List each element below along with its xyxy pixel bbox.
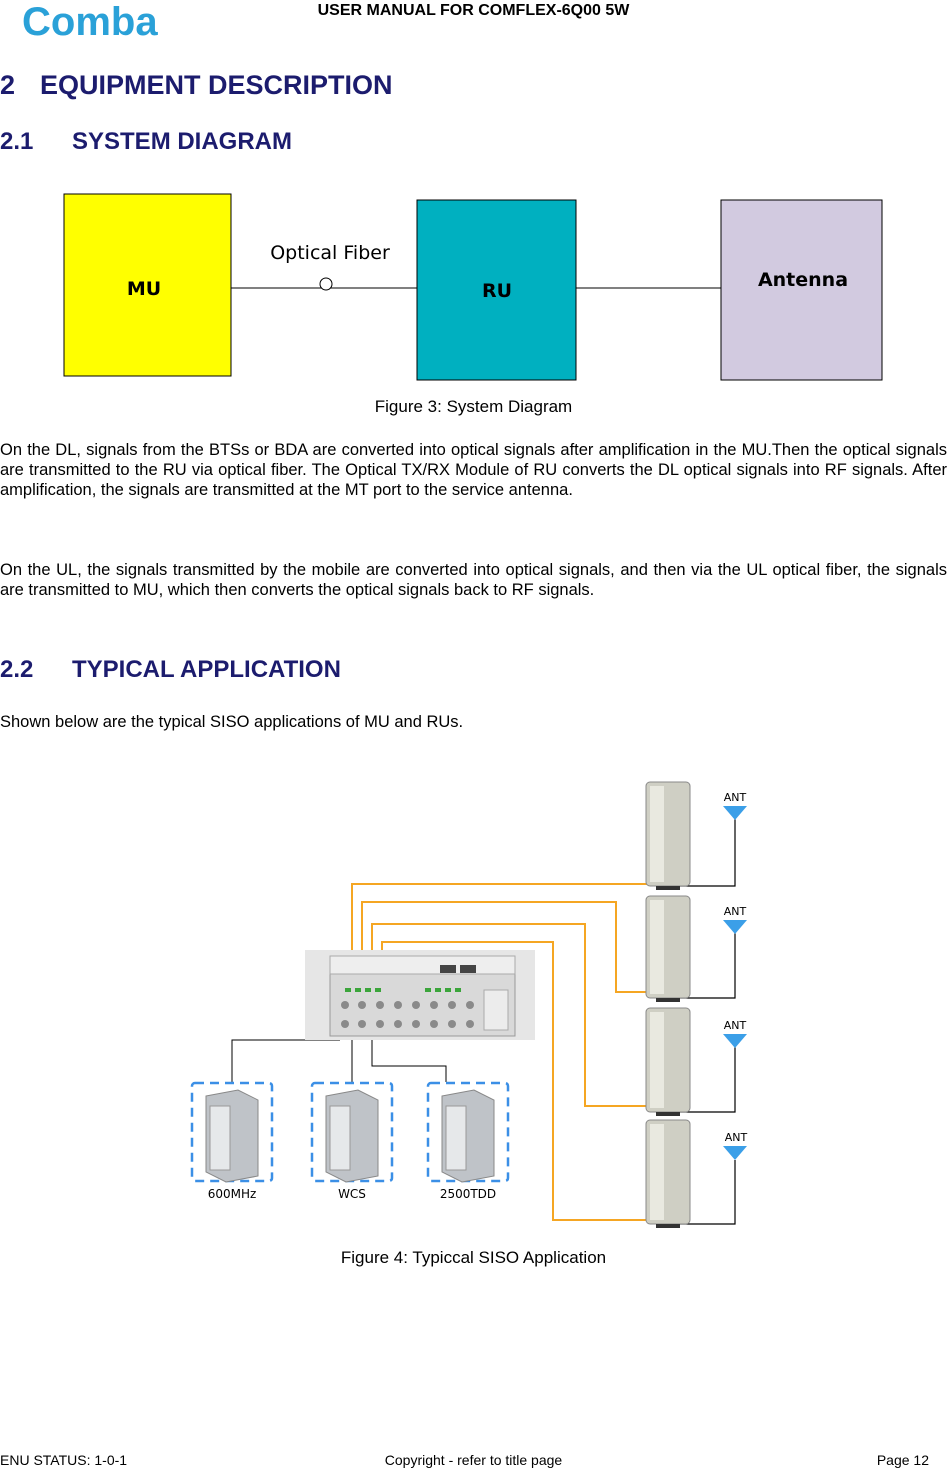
footer-status: ENU STATUS: 1-0-1 xyxy=(0,1452,128,1468)
source-servers xyxy=(205,1089,495,1183)
source-label-600mhz: 600MHz xyxy=(208,1187,257,1201)
subsection-number: 2.1 xyxy=(0,128,34,155)
mu-chassis xyxy=(305,950,535,1040)
figure-3-caption: Figure 3: System Diagram xyxy=(374,397,573,416)
antenna-icon xyxy=(723,1146,747,1160)
source-links xyxy=(231,1036,447,1082)
subsection-title: SYSTEM DIAGRAM xyxy=(72,128,293,155)
section-heading: 2 EQUIPMENT DESCRIPTION xyxy=(0,70,393,101)
server-icon xyxy=(325,1089,379,1183)
footer-copyright: Copyright - refer to title page xyxy=(384,1452,563,1468)
server-icon xyxy=(441,1089,495,1183)
ru-unit-4 xyxy=(645,1119,691,1228)
fiber-connector-icon xyxy=(319,277,333,291)
antenna-icon xyxy=(723,920,747,934)
subsection-title: TYPICAL APPLICATION xyxy=(72,656,341,683)
antenna-box xyxy=(720,199,883,381)
logo-text: Comba xyxy=(22,2,158,42)
section-number: 2 xyxy=(0,70,16,100)
antenna-label: Antenna xyxy=(758,269,848,291)
header-title: USER MANUAL FOR COMFLEX-6Q00 5W xyxy=(317,2,630,19)
ru-label: RU xyxy=(482,280,512,302)
ru-box xyxy=(416,199,577,381)
subsection-heading-2-2: 2.2 TYPICAL APPLICATION xyxy=(0,656,341,684)
antenna-icon xyxy=(723,1034,747,1048)
intro-text: Shown below are the typical SISO applica… xyxy=(0,713,464,731)
ant-label-3: ANT xyxy=(724,1019,747,1032)
paragraph-ul: On the UL, the signals transmitted by th… xyxy=(0,561,947,599)
antenna-icon xyxy=(723,806,747,820)
comba-logo: Comba xyxy=(22,2,158,42)
ant-label-4: ANT xyxy=(725,1131,748,1144)
footer-page: Page 12 xyxy=(876,1452,929,1468)
ru-unit-2 xyxy=(645,895,691,1002)
source-label-2500tdd: 2500TDD xyxy=(440,1187,496,1201)
subsection-heading-2-1: 2.1 SYSTEM DIAGRAM xyxy=(0,128,292,156)
antenna-icons xyxy=(723,806,747,1160)
ant-links xyxy=(680,818,736,1225)
ru-unit-3 xyxy=(645,1007,691,1116)
server-icon xyxy=(205,1089,259,1183)
subsection-number: 2.2 xyxy=(0,656,34,683)
source-label-wcs: WCS xyxy=(338,1187,366,1201)
paragraph-dl: On the DL, signals from the BTSs or BDA … xyxy=(0,441,947,499)
mu-label: MU xyxy=(127,278,161,300)
ant-label-1: ANT xyxy=(724,791,747,804)
ant-label-2: ANT xyxy=(724,905,747,918)
ru-unit-1 xyxy=(645,781,691,890)
fiber-lines xyxy=(351,883,650,1221)
ru-units xyxy=(645,781,691,1228)
fiber-label: Optical Fiber xyxy=(270,242,390,264)
system-diagram: Optical Fiber MU RU Antenna xyxy=(63,193,883,381)
figure-4-caption: Figure 4: Typiccal SISO Application xyxy=(340,1248,607,1267)
section-title: EQUIPMENT DESCRIPTION xyxy=(40,70,393,100)
siso-diagram: ANT ANT ANT ANT 600MHz WCS 2500TDD xyxy=(190,781,748,1228)
mu-box xyxy=(63,193,232,377)
